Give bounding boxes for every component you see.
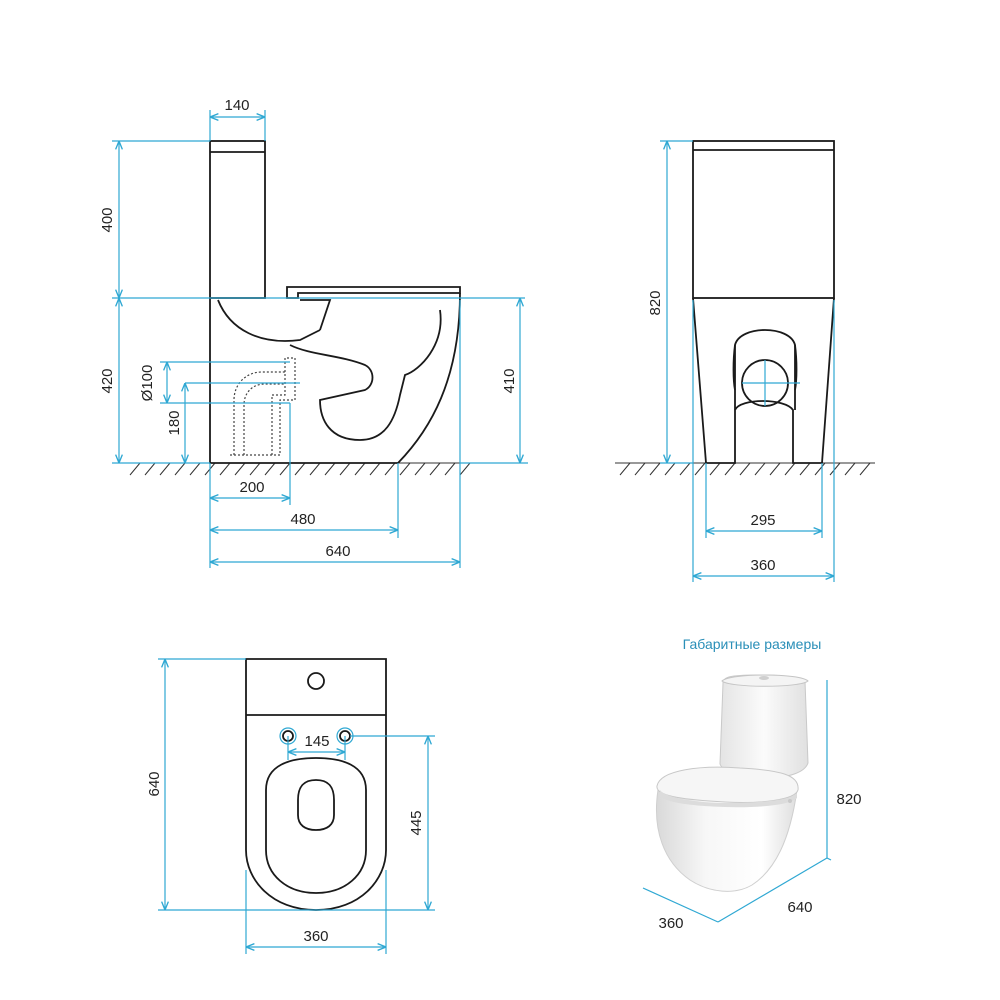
side-seat: [286, 286, 461, 299]
dim-top-total-depth: 640: [146, 771, 163, 796]
side-bowl: [209, 292, 461, 464]
dim-top-mount-to-front: 445: [408, 810, 425, 835]
front-dimension-lines: [660, 140, 835, 582]
top-outline: [245, 658, 387, 911]
front-view: 820 295 360: [615, 140, 875, 582]
dim-outlet-height: 180: [166, 410, 183, 435]
photo-dim-width: 360: [658, 915, 683, 932]
dim-base-length: 480: [290, 511, 315, 528]
dim-total-length: 640: [325, 543, 350, 560]
photo-title: Габаритные размеры: [683, 636, 822, 652]
photo-dim-height: 820: [836, 791, 861, 808]
side-ground: [129, 462, 475, 476]
side-dimension-lines: [112, 110, 528, 568]
photo-dimension-lines: [642, 680, 832, 923]
side-tank: [209, 140, 266, 299]
front-ground: [615, 462, 875, 476]
dim-tank-width: 140: [224, 97, 249, 114]
dim-front-total-width: 360: [750, 557, 775, 574]
top-view: 640 145 445 360: [146, 658, 435, 954]
photo-dim-depth: 640: [787, 899, 812, 916]
product-photo: Габаритные размеры 820 360 640: [642, 636, 862, 932]
dim-outlet-diameter: Ø100: [139, 365, 156, 402]
dim-bowl-height: 420: [99, 368, 116, 393]
dim-tank-height: 400: [99, 207, 116, 232]
dim-seat-height: 410: [501, 368, 518, 393]
dim-outlet-offset: 200: [239, 479, 264, 496]
side-view: 140 400 420 410 Ø100 180 200 480 640: [99, 97, 528, 568]
top-dimension-labels: 640 145 445 360: [146, 733, 425, 945]
top-dimension-lines: [158, 658, 435, 954]
side-dimension-labels: 140 400 420 410 Ø100 180 200 480 640: [99, 97, 518, 560]
photo-dimension-labels: 820 360 640: [658, 791, 861, 932]
toilet-render: [655, 674, 809, 892]
front-dimension-labels: 820 295 360: [647, 290, 776, 574]
dim-top-mount-spacing: 145: [304, 733, 329, 750]
dim-front-total-height: 820: [647, 290, 664, 315]
dim-front-base-width: 295: [750, 512, 775, 529]
dim-top-width: 360: [303, 928, 328, 945]
front-outline: [692, 140, 835, 464]
side-outlet-hidden: [185, 357, 300, 456]
